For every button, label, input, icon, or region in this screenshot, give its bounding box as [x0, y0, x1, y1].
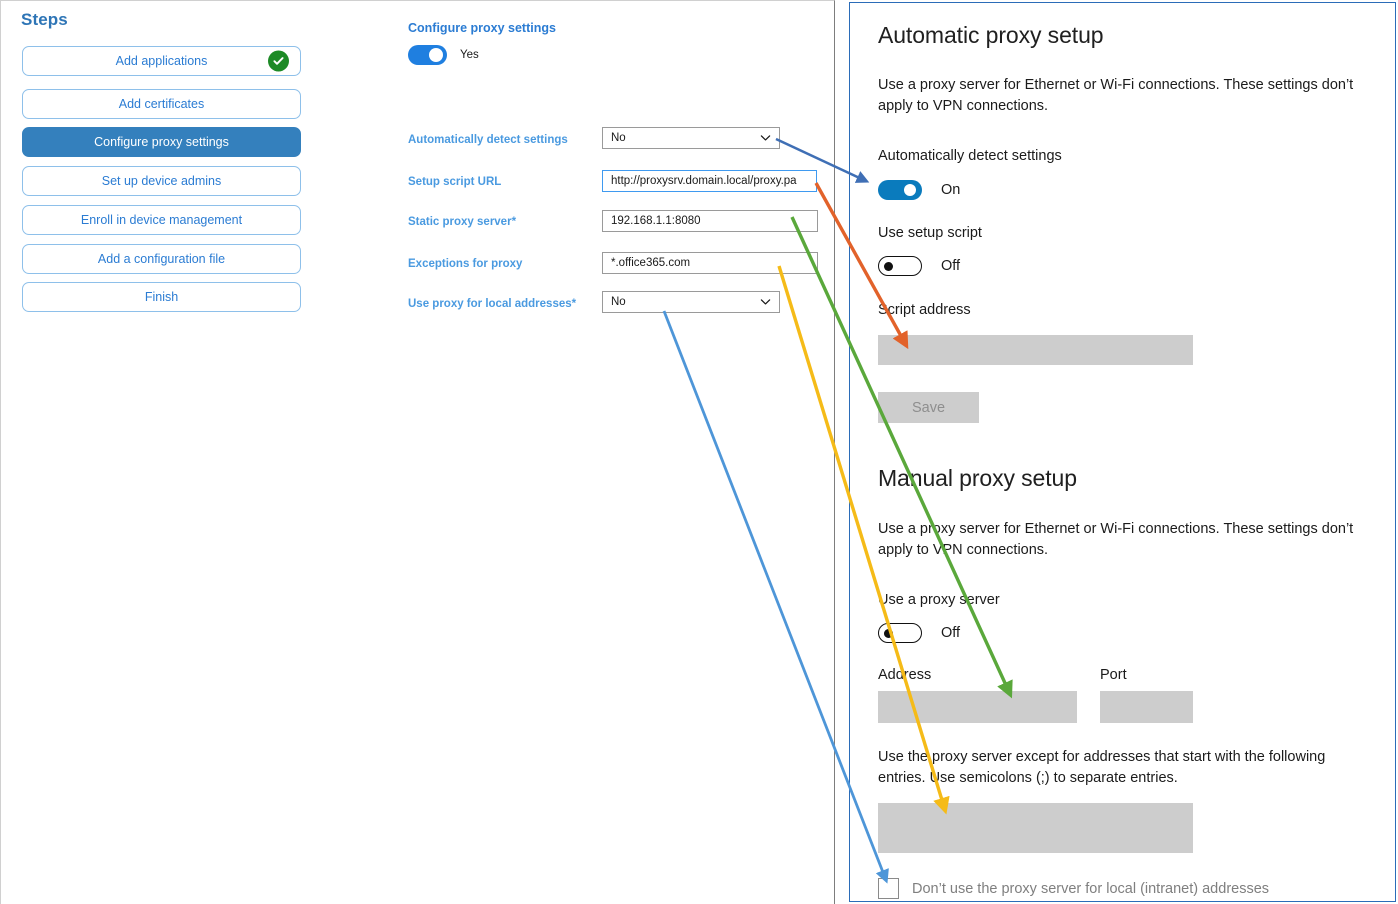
step-item-add-a-configuration-file[interactable]: Add a configuration file — [22, 244, 301, 274]
port-label: Port — [1100, 667, 1127, 683]
setup-script-url-input[interactable]: http://proxysrv.domain.local/proxy.pa — [602, 170, 817, 192]
local-intranet-checkbox-label: Don’t use the proxy server for local (in… — [912, 880, 1270, 897]
field-label-use-proxy-for-local-addresses: Use proxy for local addresses* — [408, 298, 577, 310]
automatically-detect-settings-label: Automatically detect settings — [878, 148, 1062, 164]
input-value: http://proxysrv.domain.local/proxy.pa — [611, 175, 797, 187]
address-label: Address — [878, 667, 932, 683]
toggle-state-label: Off — [941, 625, 961, 641]
use-setup-script-label: Use setup script — [878, 225, 982, 241]
proxy-exceptions-input[interactable] — [878, 803, 1193, 853]
configure-proxy-settings-toggle[interactable]: Yes — [408, 45, 479, 65]
toggle-state-label: On — [941, 182, 961, 198]
use-proxy-for-local-addresses-select[interactable]: No — [602, 291, 780, 313]
toggle-switch-on-icon — [878, 180, 922, 200]
toggle-state-label: Off — [941, 258, 961, 274]
step-label: Configure proxy settings — [94, 135, 229, 149]
automatic-proxy-setup-heading: Automatic proxy setup — [878, 22, 1104, 48]
use-a-proxy-server-toggle[interactable]: Off — [878, 623, 960, 643]
port-input[interactable] — [1100, 691, 1193, 723]
proxy-exceptions-description: Use the proxy server except for addresse… — [878, 749, 1326, 786]
step-item-set-up-device-admins[interactable]: Set up device admins — [22, 166, 301, 196]
automatically-detect-settings-select[interactable]: No — [602, 127, 780, 149]
manual-proxy-setup-description: Use a proxy server for Ethernet or Wi-Fi… — [878, 521, 1354, 558]
step-item-configure-proxy-settings[interactable]: Configure proxy settings — [22, 127, 301, 157]
input-value: *.office365.com — [611, 257, 691, 269]
toggle-switch-off-icon — [878, 623, 922, 643]
check-circle-icon — [268, 50, 289, 72]
address-input[interactable] — [878, 691, 1077, 723]
script-address-label: Script address — [878, 302, 971, 318]
save-button[interactable]: Save — [878, 392, 979, 423]
script-address-input[interactable] — [878, 335, 1193, 365]
step-item-add-applications[interactable]: Add applications — [22, 46, 301, 76]
toggle-switch-on-icon — [408, 45, 447, 65]
windows-proxy-settings-panel: Automatic proxy setup Use a proxy server… — [849, 2, 1396, 902]
local-intranet-checkbox-row[interactable]: Don’t use the proxy server for local (in… — [878, 878, 1269, 899]
field-label-static-proxy-server: Static proxy server* — [408, 216, 517, 228]
exceptions-for-proxy-input[interactable]: *.office365.com — [602, 252, 818, 274]
steps-panel-title: Steps — [21, 10, 68, 29]
field-label-exceptions-for-proxy: Exceptions for proxy — [408, 258, 523, 270]
toggle-switch-off-icon — [878, 256, 922, 276]
field-label-setup-script-url: Setup script URL — [408, 176, 502, 188]
step-label: Enroll in device management — [80, 213, 243, 227]
manual-proxy-setup-heading: Manual proxy setup — [878, 465, 1077, 491]
input-value: 192.168.1.1:8080 — [611, 215, 701, 227]
checkbox-unchecked-icon[interactable] — [878, 878, 899, 899]
form-heading: Configure proxy settings — [408, 21, 556, 35]
automatic-proxy-setup-description: Use a proxy server for Ethernet or Wi-Fi… — [878, 77, 1354, 114]
use-a-proxy-server-label: Use a proxy server — [878, 592, 1000, 608]
field-label-automatically-detect-settings: Automatically detect settings — [408, 134, 568, 146]
step-label: Add applications — [115, 54, 208, 68]
save-button-label: Save — [911, 399, 946, 416]
step-label: Add certificates — [118, 97, 205, 111]
use-setup-script-toggle[interactable]: Off — [878, 256, 960, 276]
toggle-state-label: Yes — [460, 49, 479, 61]
step-item-enroll-in-device-management[interactable]: Enroll in device management — [22, 205, 301, 235]
step-item-add-certificates[interactable]: Add certificates — [22, 89, 301, 119]
proxy-settings-form-panel: Configure proxy settings Yes Automatical… — [332, 0, 835, 904]
steps-panel: Steps Add applications Add certificates … — [0, 0, 332, 904]
select-value: No — [611, 296, 626, 308]
automatically-detect-settings-toggle[interactable]: On — [878, 180, 960, 200]
step-label: Finish — [144, 290, 179, 304]
chevron-down-icon — [760, 297, 771, 308]
step-label: Set up device admins — [101, 174, 222, 188]
chevron-down-icon — [760, 133, 771, 144]
static-proxy-server-input[interactable]: 192.168.1.1:8080 — [602, 210, 818, 232]
step-item-finish[interactable]: Finish — [22, 282, 301, 312]
select-value: No — [611, 132, 626, 144]
step-label: Add a configuration file — [97, 252, 226, 266]
